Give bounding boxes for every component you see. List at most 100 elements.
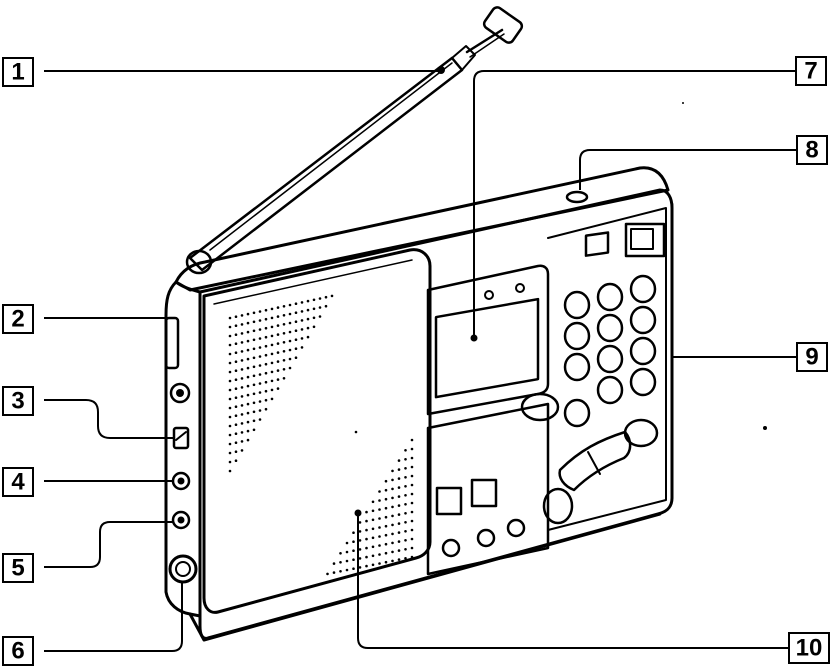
grille-dot — [398, 495, 401, 498]
callout-4-label: 4 — [11, 469, 25, 496]
grille-dot — [319, 297, 322, 300]
grille-dot — [404, 539, 407, 542]
grille-dot — [253, 330, 256, 333]
grille-dot — [339, 570, 342, 573]
grille-dot — [378, 553, 381, 556]
keypad-square-button — [586, 233, 608, 256]
grille-dot — [295, 311, 298, 314]
grille-dot — [346, 560, 349, 563]
callout-9-label: 9 — [805, 344, 818, 371]
callout-3: 3 — [3, 387, 33, 415]
grille-dot — [241, 332, 244, 335]
grille-dot — [301, 319, 304, 322]
grille-dot — [295, 338, 298, 341]
lcd-display — [436, 299, 538, 397]
grille-dot — [346, 569, 349, 572]
tuning-rocker — [560, 432, 631, 490]
grille-dot — [253, 402, 256, 405]
grille-dot — [365, 547, 368, 550]
callout-labels: 1 2 3 4 5 6 7 8 — [3, 57, 829, 665]
grille-dot — [247, 421, 250, 424]
grille-dot — [301, 337, 304, 340]
grille-dot — [277, 387, 280, 390]
leader-8 — [580, 150, 797, 190]
side-switch — [166, 318, 178, 368]
grille-dot — [247, 376, 250, 379]
grille-dot — [235, 360, 238, 363]
grille-dot — [235, 315, 238, 318]
grille-dot — [253, 348, 256, 351]
grille-dot — [247, 349, 250, 352]
grille-dot — [385, 525, 388, 528]
grille-dot — [352, 540, 355, 543]
grille-dot — [359, 548, 362, 551]
grille-dot — [307, 318, 310, 321]
grille-dot — [259, 337, 262, 340]
side-jack-3-center — [178, 517, 185, 524]
grille-dot — [411, 439, 414, 442]
grille-dot — [271, 326, 274, 329]
grille-dot — [241, 440, 244, 443]
grille-dot — [247, 367, 250, 370]
side-dial — [170, 556, 196, 582]
grille-dot — [352, 531, 355, 534]
grille-dot — [271, 317, 274, 320]
grille-dot — [404, 548, 407, 551]
grille-dot — [301, 310, 304, 313]
grille-dot — [313, 326, 316, 329]
grille-dot — [253, 357, 256, 360]
lower-knob-3 — [508, 520, 524, 536]
grille-dot — [283, 350, 286, 353]
grille-dot — [235, 414, 238, 417]
grille-dot — [259, 355, 262, 358]
grille-dot — [235, 369, 238, 372]
grille-dot — [229, 371, 232, 374]
grille-dot — [319, 306, 322, 309]
callout-3-label: 3 — [11, 388, 24, 415]
grille-dot — [391, 506, 394, 509]
grille-dot — [229, 452, 232, 455]
grille-dot — [404, 467, 407, 470]
grille-dot — [265, 318, 268, 321]
leader-7-dot — [471, 335, 478, 342]
callout-6-label: 6 — [11, 638, 24, 665]
grille-dot — [289, 331, 292, 334]
side-selector — [174, 428, 188, 448]
grille-dot — [359, 521, 362, 524]
grille-dot — [259, 409, 262, 412]
grille-dot — [391, 551, 394, 554]
grille-dot — [235, 450, 238, 453]
grille-dot — [283, 368, 286, 371]
leader-1-dot — [437, 66, 445, 74]
grille-dot — [253, 366, 256, 369]
grille-dot — [385, 534, 388, 537]
grille-dot — [352, 558, 355, 561]
leader-5 — [44, 522, 173, 567]
leader-lines — [44, 66, 797, 651]
grille-dot — [372, 528, 375, 531]
grille-dot — [247, 439, 250, 442]
grille-dot — [391, 479, 394, 482]
grille-dot — [411, 457, 414, 460]
grille-dot — [295, 302, 298, 305]
grille-dot — [391, 533, 394, 536]
grille-dot — [365, 520, 368, 523]
grille-dot — [295, 329, 298, 332]
callout-10: 10 — [789, 633, 829, 663]
grille-dot — [391, 560, 394, 563]
keypad-buttons — [565, 276, 655, 426]
callout-8-label: 8 — [805, 137, 818, 164]
keypad-button — [631, 276, 655, 302]
grille-dot — [372, 519, 375, 522]
grille-dot — [385, 507, 388, 510]
grille-dot — [365, 511, 368, 514]
grille-dot — [229, 362, 232, 365]
grille-dot — [301, 301, 304, 304]
keypad-button — [565, 400, 589, 426]
grille-dot — [265, 399, 268, 402]
grille-dot — [229, 326, 232, 329]
grille-dot — [259, 382, 262, 385]
grille-dot — [411, 484, 414, 487]
grille-dot — [283, 323, 286, 326]
